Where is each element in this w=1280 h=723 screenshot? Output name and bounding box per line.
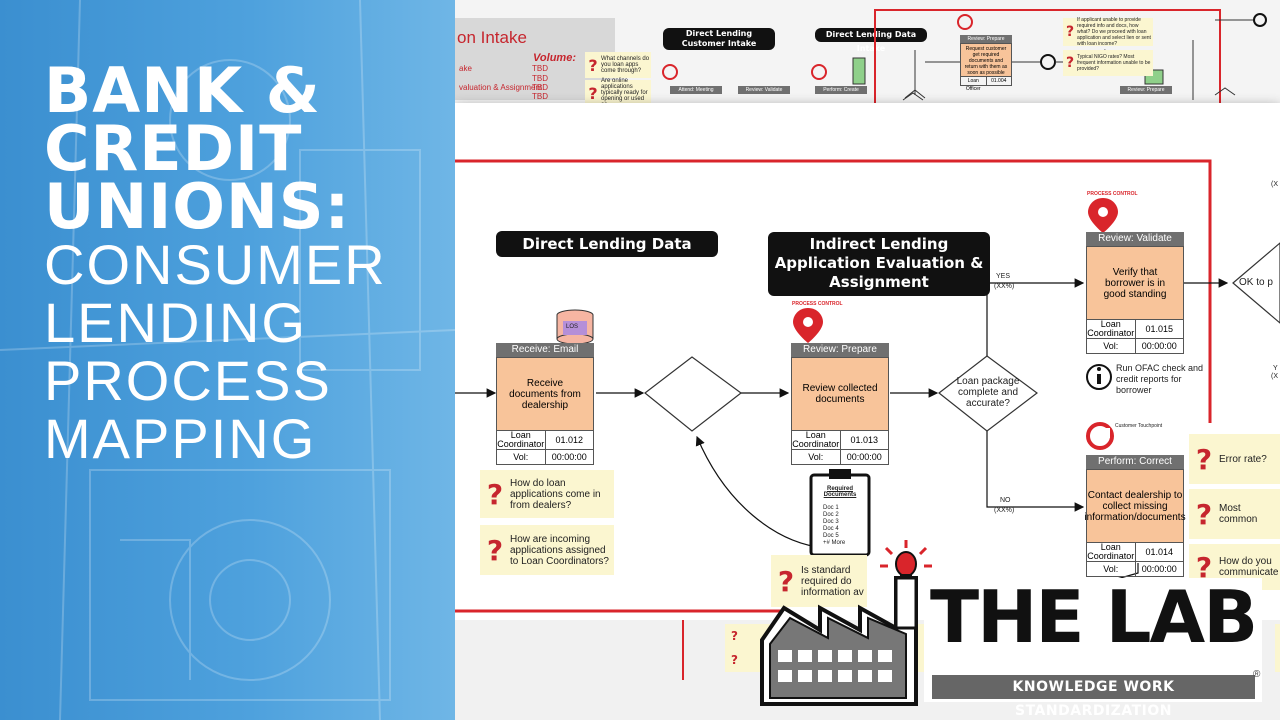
clipboard-title: Required Documents <box>823 486 857 498</box>
yes-percent: (XX%) <box>994 283 1015 290</box>
blueprint-background <box>0 0 455 720</box>
headline-line-3: UNIONS: <box>44 170 351 243</box>
volume-row-1-value: TBD <box>532 64 548 73</box>
back-right-question-1: ? If applicant unable to provide require… <box>1063 17 1153 47</box>
headline: BANK & CREDIT UNIONS: CONSUMER LENDING P… <box>44 54 387 470</box>
question-icon: ? <box>1065 55 1075 71</box>
volume-row-2-value: TBD <box>532 74 548 83</box>
question-icon: ? <box>588 55 598 75</box>
pin-label-1: PROCESS CONTROL <box>792 301 843 307</box>
logo-tagline: KNOWLEDGE WORK STANDARDIZATION <box>932 675 1255 719</box>
no-label: NO <box>1000 497 1011 504</box>
title-indirect-lending: Indirect Lending Application Evaluation … <box>768 232 990 296</box>
back-small-create: Perform: Create <box>815 86 867 94</box>
back-question-2: ? Are online applications typically read… <box>585 78 651 108</box>
back-document: on Intake Volume: ake TBD TBD valuation … <box>455 0 1280 111</box>
back-right-question-2: ? Typical NIGO rates? Most frequent info… <box>1063 50 1153 76</box>
right-y-percent: (X <box>1271 373 1278 380</box>
question-standard: ? Is standard required do information av <box>771 555 867 607</box>
back-small-attend: Attend: Meeting <box>670 86 722 94</box>
no-percent: (XX%) <box>994 507 1015 514</box>
back-title-data-intake: Direct Lending Data Intake <box>815 28 927 53</box>
question-error-rate: ? Error rate? <box>1189 434 1280 484</box>
headline-line-4: CONSUMER <box>44 233 387 296</box>
volume-header: Volume: <box>533 52 576 64</box>
database-label: LOS <box>566 324 579 330</box>
headline-line-7: MAPPING <box>44 407 317 470</box>
title-panel: BANK & CREDIT UNIONS: CONSUMER LENDING P… <box>0 0 455 720</box>
question-icon: ? <box>588 83 598 103</box>
question-icon: ? <box>1195 550 1213 584</box>
factory-icon <box>760 540 932 706</box>
question-icon: ? <box>777 564 795 598</box>
back-title-customer-intake: Direct Lending Customer Intake <box>663 28 775 50</box>
info-ofac: Run OFAC check and credit reports for bo… <box>1116 363 1204 395</box>
question-icon: ? <box>1195 442 1213 476</box>
back-small-prepare: Review: Prepare <box>1120 86 1172 94</box>
right-y-label: Y <box>1273 365 1278 372</box>
svg-text:?: ? <box>731 653 738 667</box>
question-assigned: ? How are incoming applications assigned… <box>480 525 614 575</box>
pin-label-2: PROCESS CONTROL <box>1087 191 1138 197</box>
headline-line-2: CREDIT <box>44 112 303 185</box>
back-question-1: ? What channels do you loan apps come th… <box>585 52 651 78</box>
back-title: on Intake <box>457 28 527 47</box>
headline-line-1: BANK & <box>44 54 321 127</box>
back-diagram-lines <box>662 9 1267 110</box>
volume-row-4-value: TBD <box>532 92 548 101</box>
title-direct-lending: Direct Lending Data Intake <box>496 231 718 279</box>
right-top-percent: (X <box>1271 181 1278 188</box>
headline-line-6: PROCESS <box>44 349 332 412</box>
question-icon: ? <box>486 477 504 511</box>
activity-perform-correct: Perform: Correct Contact dealership to c… <box>1084 455 1186 577</box>
volume-row-3-label: valuation & Assignment <box>459 83 543 92</box>
question-icon: ? <box>1195 497 1213 531</box>
decision-loan-package: Loan package complete and accurate? <box>956 376 1020 409</box>
back-activity-prepare: Review: Prepare Request customer get req… <box>960 35 1012 92</box>
activity-review-prepare: Review: Prepare Review collected documen… <box>791 343 889 465</box>
question-icon: ? <box>486 533 504 567</box>
question-icon: ? <box>1065 24 1075 40</box>
front-document: Direct Lending Data Intake Indirect Lend… <box>455 103 1280 623</box>
logo-registered-mark: ® <box>1253 669 1261 680</box>
svg-text:?: ? <box>731 629 738 643</box>
volume-row-3-value: TBD <box>532 83 548 92</box>
decision-ok: OK to p <box>1239 277 1273 288</box>
question-how-apps: ? How do loan applications come in from … <box>480 470 614 518</box>
back-small-validate: Review: Validate <box>738 86 790 94</box>
activity-review-validate: Review: Validate Verify that borrower is… <box>1086 232 1184 354</box>
question-most-common: ? Most common <box>1189 489 1280 539</box>
pin-label-3: Customer Touchpoint <box>1115 423 1163 429</box>
clipboard-list: Doc 1 Doc 2 Doc 3 Doc 4 Doc 5 +# More <box>823 505 846 546</box>
activity-receive-email: Receive: Email Receive documents from de… <box>496 343 594 465</box>
yes-label: YES <box>996 273 1011 280</box>
headline-line-5: LENDING <box>44 291 307 354</box>
logo-wordmark: THE LAB <box>930 575 1258 659</box>
volume-row-1-label: ake <box>459 64 472 73</box>
